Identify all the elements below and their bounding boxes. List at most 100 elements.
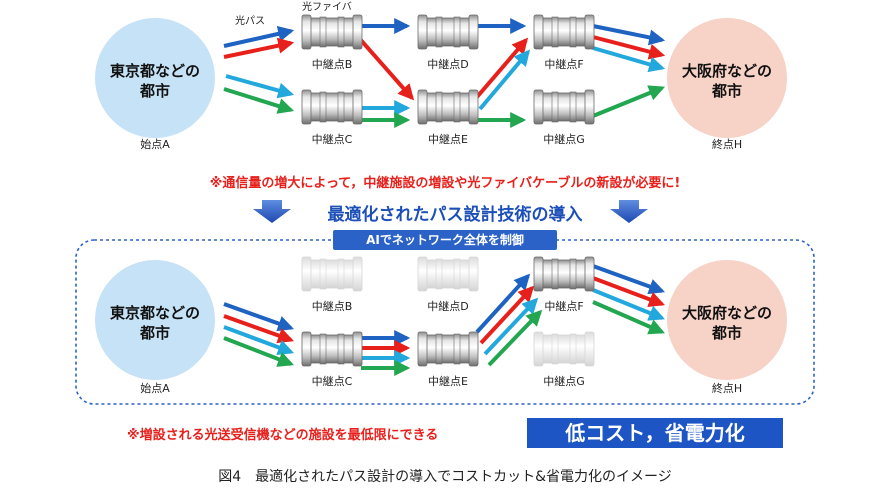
- relay-cap-left: [533, 14, 544, 50]
- dest-city-label-line1: 大阪府などの: [682, 62, 772, 80]
- relay-ring: [319, 16, 327, 48]
- relay-ring: [337, 258, 345, 290]
- relay-cap-left: [301, 256, 312, 292]
- path-cyan-e-f: [478, 49, 531, 111]
- relay-cap-left: [301, 89, 312, 125]
- path-green-e-f-bottom: [487, 309, 543, 367]
- source-city-label-line1: 東京都などの: [110, 62, 200, 80]
- relay-label-d-bottom: 中継点D: [427, 299, 468, 313]
- relay-cap-left: [417, 331, 428, 367]
- start-point-label-bottom: 始点A: [140, 381, 170, 395]
- relay-ring: [435, 91, 443, 123]
- path-green-a-c: [223, 87, 295, 114]
- banner-arrow-left: [253, 200, 291, 223]
- source-city-node-bottom: [95, 260, 215, 380]
- path-cyan-f-h-bottom: [592, 288, 665, 321]
- relay-body: [421, 92, 475, 122]
- relay-b-top: [301, 14, 363, 50]
- source-city-label-line1-bottom: 東京都などの: [110, 304, 200, 322]
- relay-cap-left: [533, 331, 544, 367]
- relay-ring: [453, 16, 461, 48]
- optimization-banner: 最適化されたパス設計技術の導入: [327, 205, 583, 225]
- relay-ring: [435, 258, 443, 290]
- relay-ring: [569, 91, 577, 123]
- cost-saving-highlight: 低コスト，省電力化: [527, 418, 783, 448]
- relay-cap-right: [352, 14, 363, 50]
- relay-ring: [569, 258, 577, 290]
- relay-ring: [551, 258, 559, 290]
- path-cyan-f-h: [592, 46, 666, 73]
- path-blue-f-h-bottom: [592, 264, 666, 295]
- dest-city-node: [667, 18, 787, 138]
- top-section: 東京都などの 都市 始点A 大阪府などの 都市 終点H 光パス 光ファイバ 中継…: [95, 0, 787, 151]
- path-blue-f-h: [592, 24, 666, 46]
- path-cyan-a-c: [225, 74, 295, 99]
- relay-d-top: [417, 14, 479, 50]
- relay-ring: [435, 16, 443, 48]
- relay-g-bottom-inactive: [533, 331, 595, 367]
- relay-body: [421, 334, 475, 364]
- path-blue-a-b: [223, 25, 295, 48]
- relay-label-d-top: 中継点D: [427, 57, 468, 71]
- relay-label-e-top: 中継点E: [428, 132, 468, 146]
- relay-c-top: [301, 89, 363, 125]
- relay-cap-right: [584, 331, 595, 367]
- path-red-b-e: [357, 36, 415, 101]
- relay-body: [537, 334, 591, 364]
- relay-label-b-top: 中継点B: [312, 57, 353, 71]
- relay-ring: [319, 91, 327, 123]
- relay-cap-left: [301, 14, 312, 50]
- relay-ring: [337, 91, 345, 123]
- relay-cap-right: [468, 14, 479, 50]
- banner-arrows: [253, 200, 648, 223]
- relay-cap-left: [417, 14, 428, 50]
- relay-cap-right: [352, 89, 363, 125]
- dest-city-label-line1-bottom: 大阪府などの: [682, 304, 772, 322]
- relay-d-bottom-inactive: [417, 256, 479, 292]
- relay-ring: [551, 333, 559, 365]
- path-green-a-c-bottom: [223, 336, 294, 367]
- relay-label-g-top: 中継点G: [543, 132, 585, 146]
- relay-cap-right: [584, 256, 595, 292]
- relay-ring: [569, 16, 577, 48]
- relay-cap-left: [533, 89, 544, 125]
- banner-arrow-right: [610, 200, 648, 223]
- relay-ring: [551, 16, 559, 48]
- source-city-node: [95, 18, 215, 138]
- source-city-label-line2: 都市: [139, 82, 170, 100]
- relay-cap-right: [352, 256, 363, 292]
- relay-cap-right: [468, 331, 479, 367]
- relay-f-top: [533, 14, 595, 50]
- relay-cap-right: [468, 89, 479, 125]
- relay-ring: [551, 91, 559, 123]
- relay-ring: [453, 91, 461, 123]
- relay-body: [537, 17, 591, 47]
- relay-e-bottom: [417, 331, 479, 367]
- dest-city-label-line2: 都市: [711, 82, 742, 100]
- relay-body: [305, 334, 359, 364]
- path-green-f-h-bottom: [592, 300, 665, 335]
- relay-body: [305, 92, 359, 122]
- end-point-label-bottom: 終点H: [712, 381, 742, 395]
- path-red-f-h: [592, 35, 666, 60]
- ai-control-label: AIでネットワーク全体を制御: [333, 230, 557, 250]
- relay-g-top: [533, 89, 595, 125]
- relay-f-bottom: [533, 256, 595, 292]
- relay-ring: [337, 333, 345, 365]
- relay-cap-left: [417, 256, 428, 292]
- dest-city-node-bottom: [667, 260, 787, 380]
- relay-body: [305, 259, 359, 289]
- relay-c-bottom: [301, 331, 363, 367]
- relay-cap-left: [533, 256, 544, 292]
- path-green-g-h: [592, 85, 665, 118]
- figure-caption: 図4 最適化されたパス設計の導入でコストカット&省電力化のイメージ: [218, 469, 672, 485]
- path-red-e-f-bottom: [479, 285, 535, 345]
- relay-body: [537, 259, 591, 289]
- relay-cap-right: [468, 256, 479, 292]
- relay-e-top: [417, 89, 479, 125]
- relay-b-bottom-inactive: [301, 256, 363, 292]
- relay-ring: [453, 333, 461, 365]
- relay-ring: [337, 16, 345, 48]
- start-point-label: 始点A: [140, 137, 170, 151]
